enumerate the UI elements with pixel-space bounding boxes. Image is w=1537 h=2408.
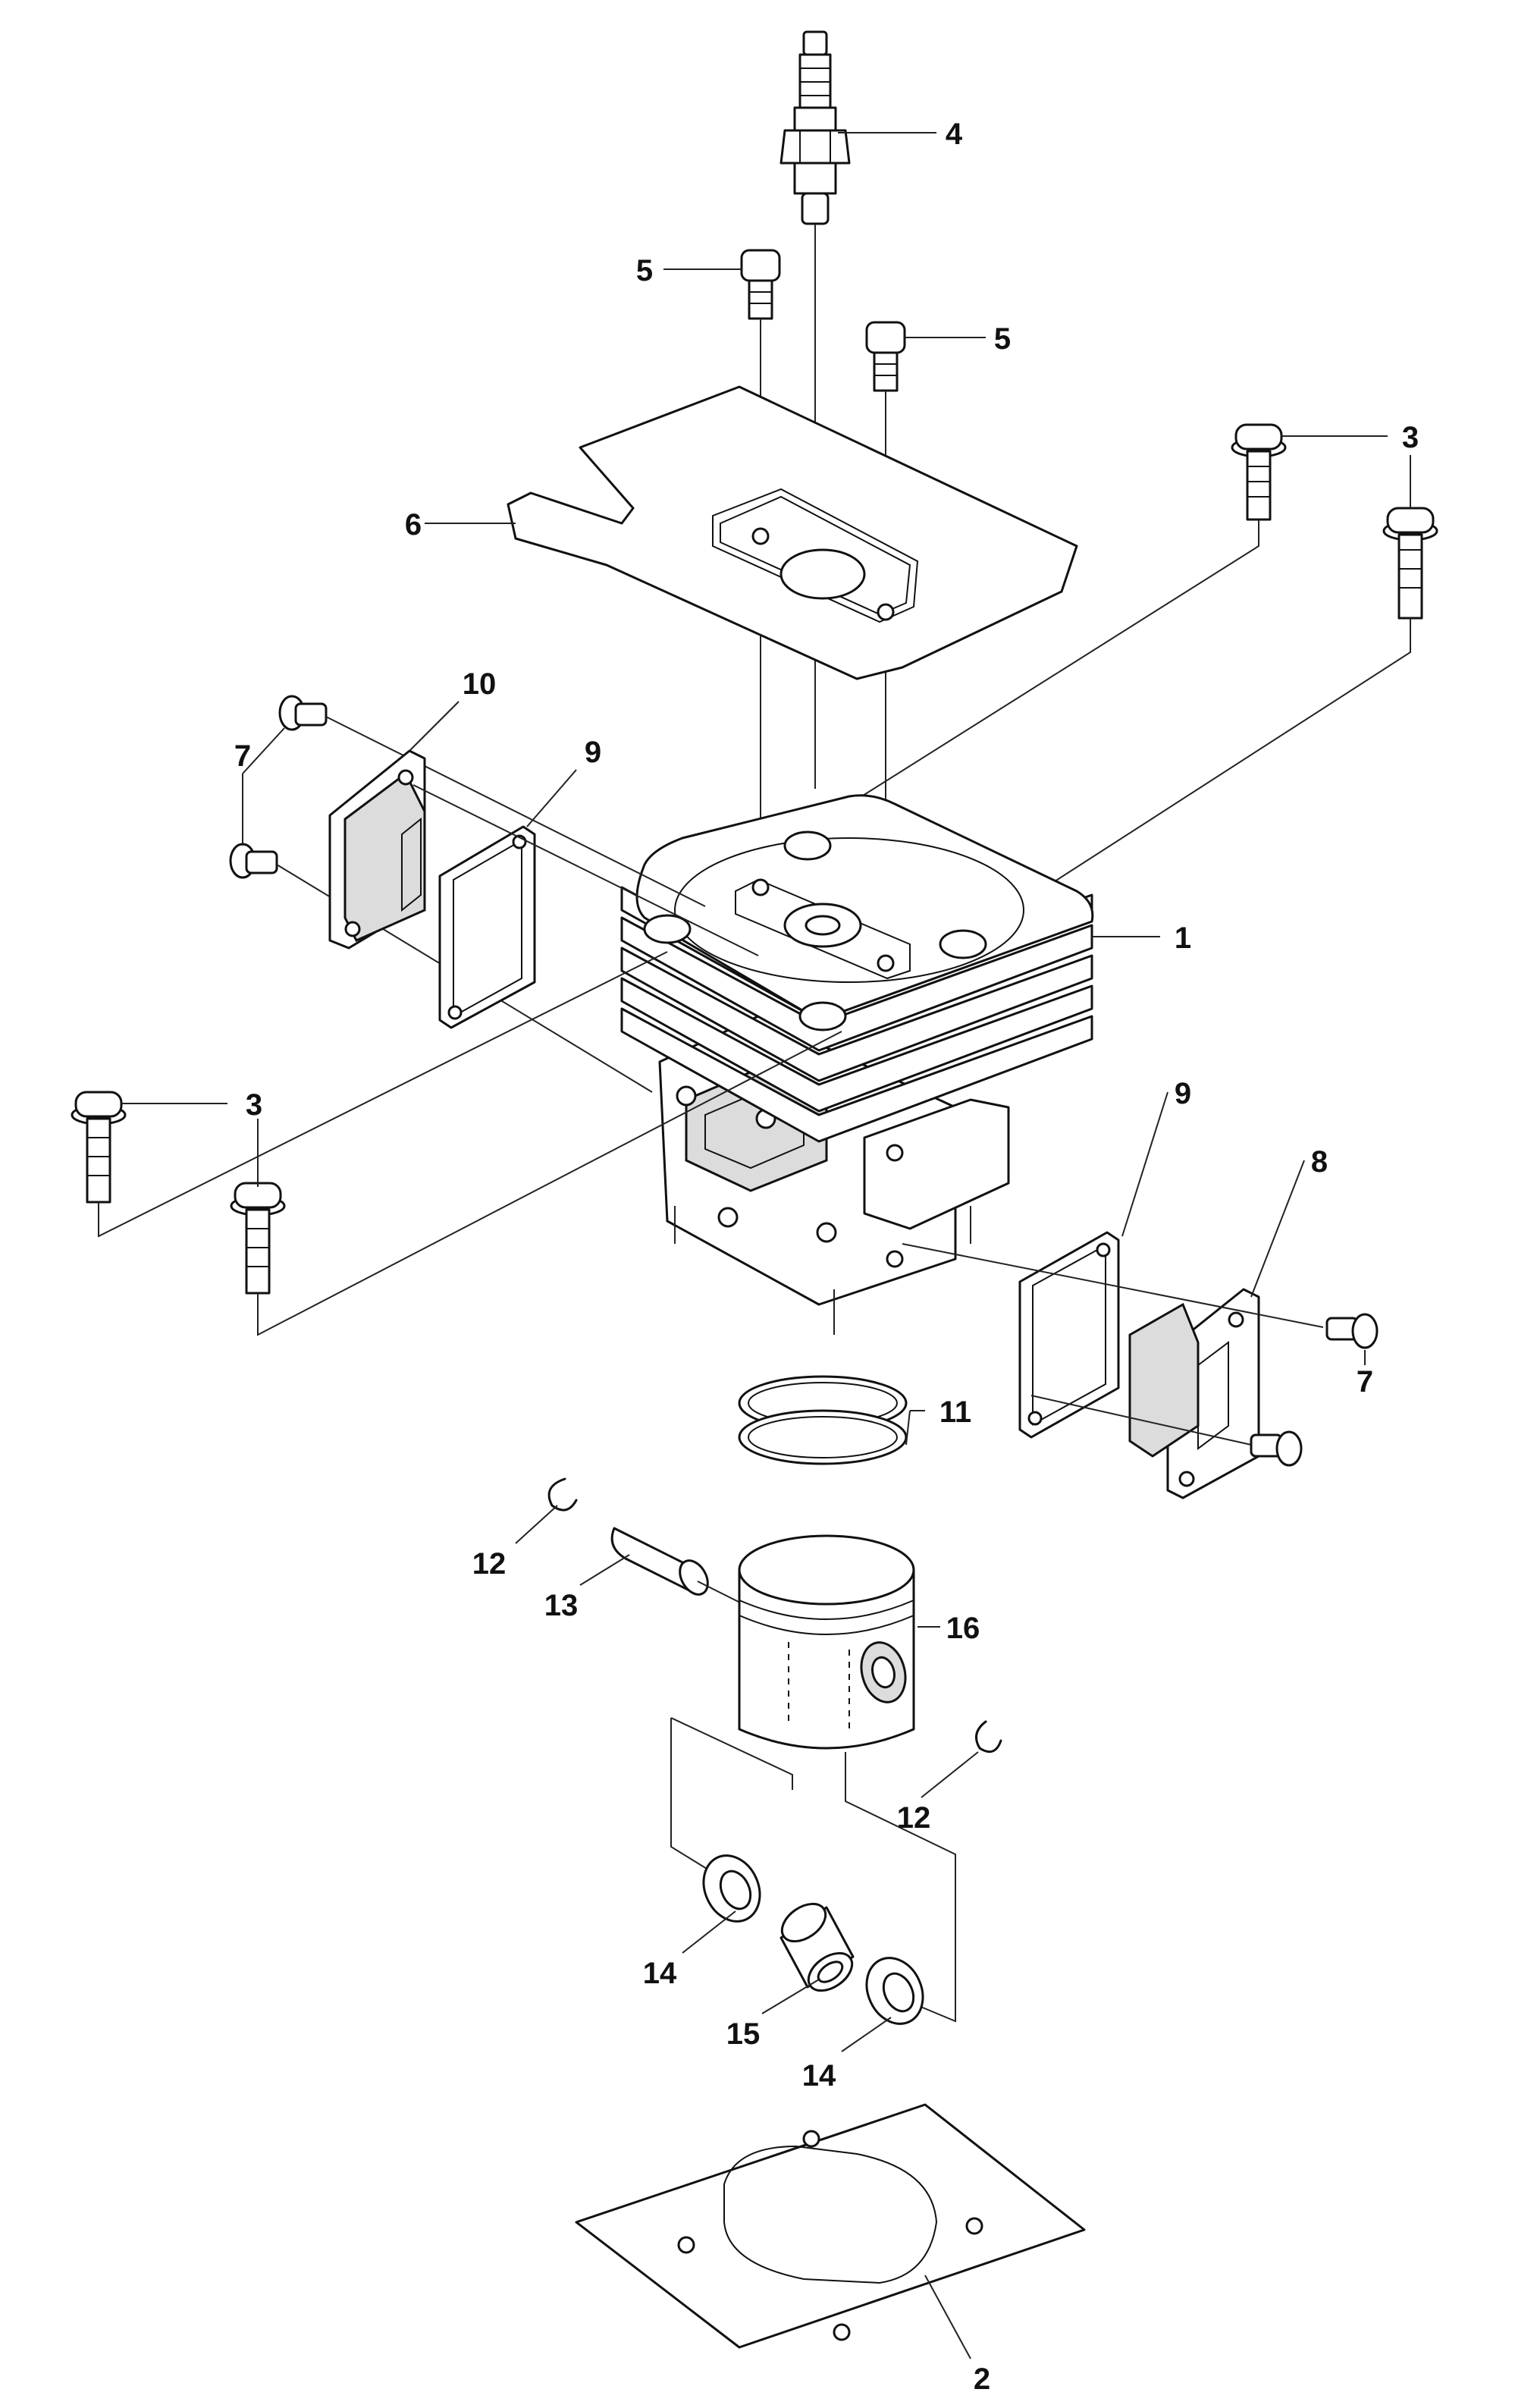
callout-2: 2 <box>974 2362 990 2396</box>
intake-gasket-left <box>438 825 536 1029</box>
cylinder <box>620 794 1160 1335</box>
flange-bolt-right-upper <box>1325 1313 1379 1349</box>
exhaust-gasket-right <box>1018 1231 1120 1439</box>
callout-4: 4 <box>946 118 963 151</box>
callout-3-upper: 3 <box>1402 421 1419 454</box>
callout-7-right: 7 <box>1357 1365 1373 1399</box>
needle-bearing <box>779 1902 855 1992</box>
callout-8: 8 <box>1311 1145 1328 1179</box>
cylinder-screw-lower-1 <box>71 951 668 1238</box>
intake-flange <box>328 749 426 950</box>
callout-9-left: 9 <box>585 736 601 769</box>
callout-leaders <box>121 132 1411 2359</box>
circlip-left <box>547 1477 578 1512</box>
callout-16: 16 <box>946 1612 980 1645</box>
callout-15: 15 <box>726 2017 761 2051</box>
guide-line <box>412 784 759 956</box>
callout-11: 11 <box>939 1396 971 1429</box>
exhaust-flange <box>1128 1288 1260 1499</box>
bearing-guide-lines <box>670 1717 956 2023</box>
callout-5-right: 5 <box>994 322 1011 356</box>
callout-3-lower: 3 <box>246 1088 262 1122</box>
thrust-washer-left <box>702 1854 761 1923</box>
callout-9-right: 9 <box>1175 1077 1191 1110</box>
callout-10: 10 <box>463 667 497 701</box>
callout-12-right: 12 <box>897 1801 931 1835</box>
cover-plate <box>507 385 1078 680</box>
callout-12-left: 12 <box>472 1547 507 1581</box>
thrust-washer-right <box>865 1957 924 2025</box>
callout-labels: 4 5 5 3 6 10 7 9 1 3 9 8 7 11 12 13 16 1… <box>234 118 1419 2396</box>
piston-rings <box>738 1375 908 1465</box>
callout-7-left: 7 <box>234 739 251 773</box>
callout-14-left: 14 <box>643 1957 677 1990</box>
callout-5-left: 5 <box>636 254 653 287</box>
circlip-right <box>975 1720 1002 1753</box>
cylinder-screw-lower-2 <box>230 1031 842 1336</box>
flange-bolt-right-lower <box>1030 1395 1303 1467</box>
piston <box>738 1534 915 1750</box>
flange-bolt-left-upper <box>278 695 706 907</box>
callout-14-right: 14 <box>802 2059 836 2092</box>
guide-line-right <box>902 1243 1324 1328</box>
callout-6: 6 <box>405 508 422 542</box>
callout-13: 13 <box>544 1589 579 1622</box>
base-gasket <box>575 2103 1086 2349</box>
callout-1: 1 <box>1175 921 1191 955</box>
spark-plug <box>779 30 851 789</box>
cylinder-screw-upper-1 <box>807 423 1287 831</box>
